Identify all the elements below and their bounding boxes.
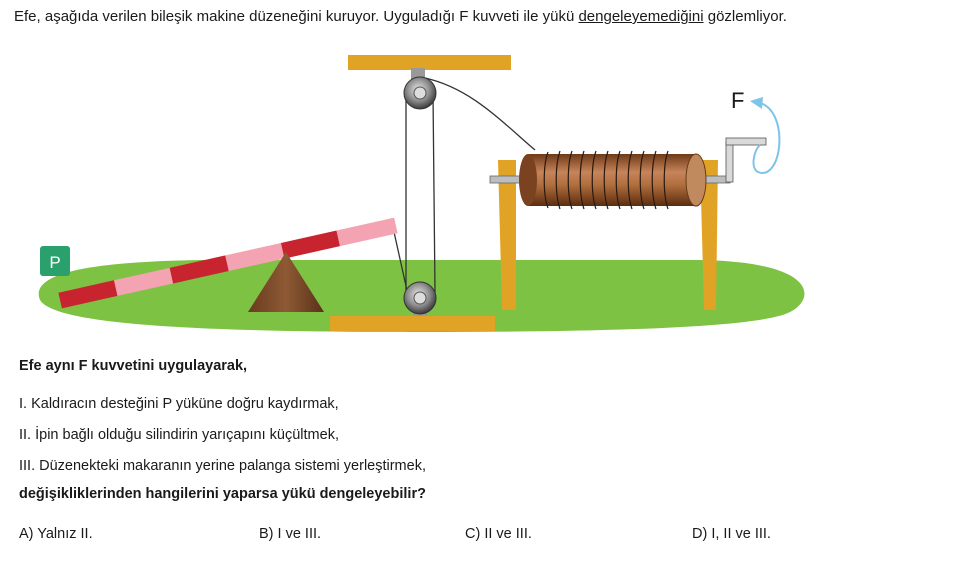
option-d[interactable]: D) I, II ve III. (692, 526, 771, 542)
intro-before: Efe, aşağıda verilen bileşik makine düze… (14, 8, 579, 25)
rotation-arrow-icon (752, 102, 781, 174)
ropes (393, 77, 536, 296)
left-cylinder-post (498, 160, 516, 310)
crank-handle (725, 137, 767, 183)
intro-after: gözlemliyor. (703, 8, 787, 25)
fulcrum-wedge (248, 252, 324, 312)
lever-beam (58, 217, 398, 309)
bottom-support-plate (330, 316, 495, 331)
top-support-plate (348, 55, 511, 70)
statement-3: III. Düzenekteki makaranın yerine palang… (19, 458, 426, 474)
statement-2: II. İpin bağlı olduğu silindirin yarıçap… (19, 427, 339, 443)
option-a[interactable]: A) Yalnız II. (19, 526, 93, 542)
compound-machine-figure: P F (38, 55, 805, 332)
option-c[interactable]: C) II ve III. (465, 526, 532, 542)
load-p: P (40, 246, 70, 276)
lead-text: Efe aynı F kuvvetini uygulayarak, (19, 358, 248, 374)
winding-cylinder (519, 153, 707, 207)
rope-coil (543, 150, 669, 210)
right-cylinder-post (700, 160, 718, 310)
intro-text: Efe, aşağıda verilen bileşik makine düze… (14, 8, 787, 25)
intro-underlined: dengeleyemediğini (578, 8, 704, 25)
bottom-pulley (403, 281, 437, 316)
top-pulley (403, 68, 437, 110)
load-label: P (49, 253, 60, 272)
option-b[interactable]: B) I ve III. (259, 526, 322, 542)
question-text: değişikliklerinden hangilerini yaparsa y… (19, 486, 426, 502)
force-label: F (731, 88, 744, 113)
rotation-arrowhead (750, 97, 763, 109)
statement-1: I. Kaldıracın desteğini P yüküne doğru k… (19, 396, 339, 412)
